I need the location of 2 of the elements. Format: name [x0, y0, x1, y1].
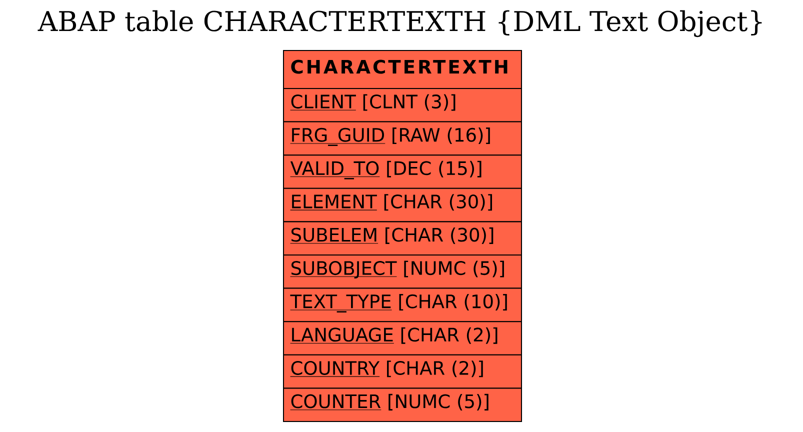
- table-title: CHARACTERTEXTH: [291, 60, 508, 74]
- title: ABAP table CHARACTERTEXTH {DML Text Object}: [38, 10, 762, 38]
